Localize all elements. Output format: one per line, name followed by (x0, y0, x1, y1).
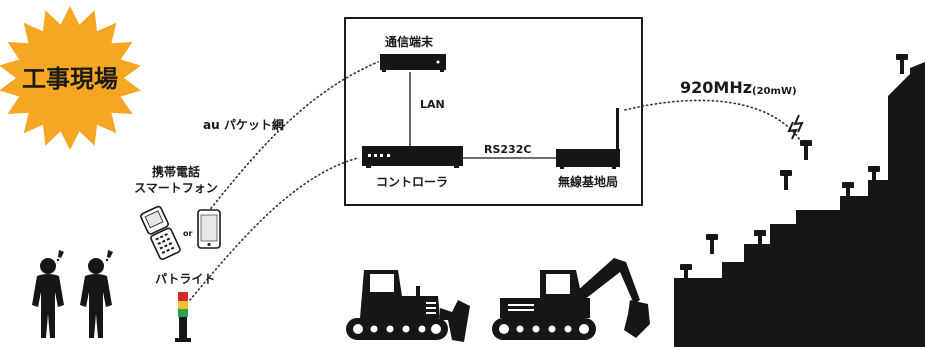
construction-site-label: 工事現場 (22, 65, 118, 93)
patlite-green-lamp (178, 309, 188, 317)
radio-link-path (624, 99, 801, 141)
bulldozer-icon (346, 270, 470, 342)
sun-core (23, 31, 117, 125)
or-label: or (183, 229, 192, 238)
sensor-head-icon (780, 170, 792, 176)
signal-bolt-icon (787, 114, 804, 140)
worker-icon (80, 258, 112, 338)
patlite-icon (175, 292, 191, 342)
phone-network-path (199, 61, 379, 223)
sensor-post-icon (804, 146, 808, 160)
communication-terminal-icon (380, 54, 446, 72)
sensor-post-icon (900, 60, 904, 74)
worker-icon (32, 258, 64, 338)
construction-site-badge: 工事現場 (0, 6, 141, 150)
sensor-head-icon (754, 230, 766, 236)
wireless-base-station-icon (556, 108, 620, 169)
sensor-post-icon (846, 188, 850, 202)
smartphone-label: スマートフォン (134, 181, 218, 195)
patlite-label: パトライト (155, 272, 215, 286)
controller-label: コントローラ (376, 175, 448, 189)
sensor-head-icon (680, 264, 692, 270)
sensor-head-icon (896, 54, 908, 60)
frequency-power: (20mW) (752, 86, 797, 97)
wireless-base-station-label: 無線基地局 (558, 174, 618, 189)
au-packet-network-label: au パケット網 (203, 117, 284, 132)
rs232c-label: RS232C (484, 143, 531, 156)
sensor-posts (680, 54, 908, 284)
frequency-main: 920MHz (680, 78, 752, 97)
mobile-phone-label: 携帯電話 (152, 164, 200, 179)
sensor-post-icon (684, 270, 688, 284)
slope-terrain (674, 62, 925, 347)
sensor-head-icon (800, 140, 812, 146)
patlite-yellow-lamp (178, 301, 188, 309)
sensor-post-icon (784, 176, 788, 190)
sensor-post-icon (710, 240, 714, 254)
frequency-label: 920MHz(20mW) (680, 78, 797, 97)
sensor-post-icon (758, 236, 762, 250)
communication-terminal-label: 通信端末 (385, 34, 434, 49)
patlite-red-lamp (178, 292, 188, 301)
patlite-network-path (189, 157, 359, 301)
smartphone-icon (197, 209, 221, 249)
controller-icon (362, 146, 463, 168)
alert-mark-icon (56, 250, 113, 262)
sensor-head-icon (842, 182, 854, 188)
sensor-post-icon (872, 172, 876, 186)
lan-label: LAN (420, 98, 445, 111)
excavator-icon (492, 258, 650, 340)
sensor-head-icon (868, 166, 880, 172)
flip-phone-icon (140, 205, 181, 261)
sensor-head-icon (706, 234, 718, 240)
controller-enclosure (344, 17, 643, 206)
